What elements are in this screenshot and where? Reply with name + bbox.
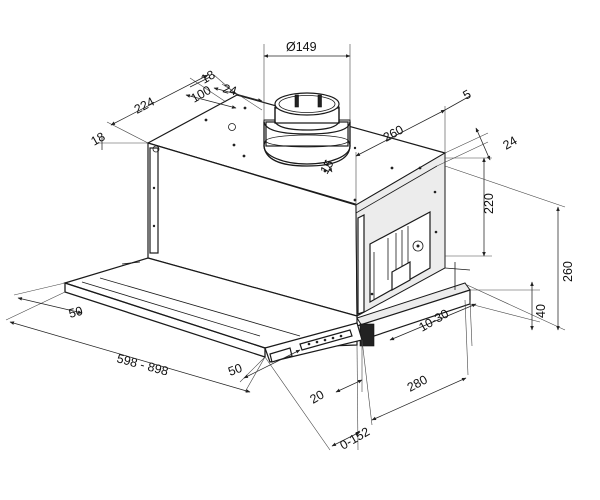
dimension-lines	[5, 44, 566, 451]
label-width-range: 598 - 898	[115, 351, 170, 378]
label-top-100: 100	[189, 83, 214, 106]
label-top-224: 224	[132, 94, 157, 116]
top-mount-hole	[228, 123, 236, 131]
label-front-50: 50	[67, 304, 84, 321]
motor-panel	[369, 211, 431, 304]
label-height-260: 260	[561, 261, 575, 282]
label-top-18: 18	[199, 67, 218, 86]
label-height-40: 40	[534, 304, 548, 318]
label-duct-diameter: Ø149	[286, 40, 317, 54]
label-left-18: 18	[89, 129, 108, 148]
label-front-50b: 50	[226, 361, 244, 379]
label-front-20: 20	[308, 387, 327, 406]
side-vent-circle	[412, 240, 424, 252]
label-side-24: 24	[501, 133, 520, 152]
label-collar-15: 15	[317, 157, 336, 176]
label-slide-0-152: 0-152	[338, 424, 373, 452]
label-top-24: 24	[221, 81, 238, 98]
label-depth-280: 280	[405, 372, 430, 394]
label-height-220: 220	[482, 193, 496, 214]
duct-collar	[263, 92, 357, 167]
